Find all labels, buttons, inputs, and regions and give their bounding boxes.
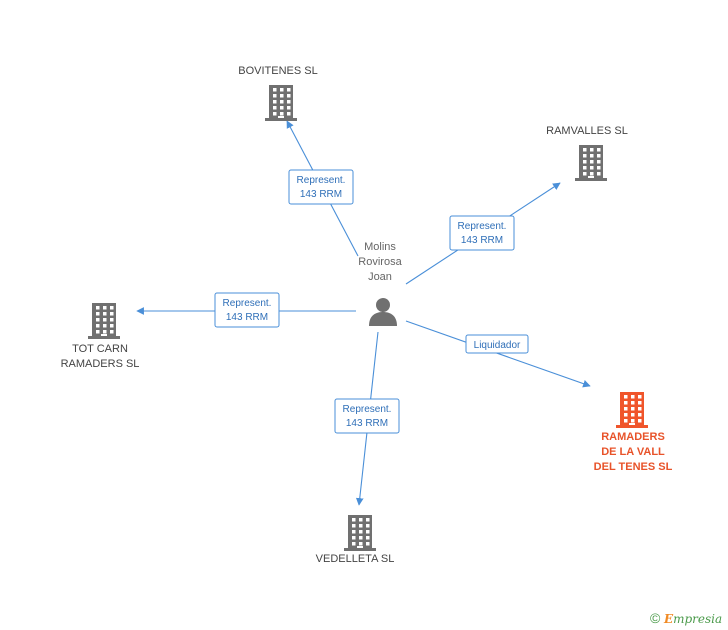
edge-label-text: 143 RRM — [226, 312, 268, 323]
building-icon[interactable] — [88, 303, 120, 344]
person-icon[interactable] — [368, 296, 398, 331]
copyright-symbol: © — [650, 610, 661, 626]
edge-label-text: 143 RRM — [346, 418, 388, 429]
edge-label-text: Represent. — [343, 404, 392, 415]
footer-brand: © Empresia — [650, 610, 722, 626]
company-label-ramvalles[interactable]: RAMVALLES SL — [546, 125, 628, 137]
company-label-vedelleta[interactable]: VEDELLETA SL — [315, 553, 395, 565]
company-label-bovitenes[interactable]: BOVITENES SL — [238, 65, 318, 77]
edge-label-text: 143 RRM — [461, 235, 503, 246]
building-icon[interactable] — [616, 392, 648, 433]
brand-logo: Empresia — [663, 612, 723, 626]
edge-label-ramvalles[interactable]: Represent. 143 RRM — [449, 215, 515, 251]
building-icon[interactable] — [575, 145, 607, 186]
edge-label-text: Represent. — [223, 298, 272, 309]
building-icon[interactable] — [344, 515, 376, 556]
edge-label-text: Represent. — [458, 221, 507, 232]
edge-label-ramaders[interactable]: Liquidador — [465, 334, 529, 354]
edge-label-bovitenes[interactable]: Represent. 143 RRM — [288, 169, 354, 205]
edge-label-totcarn[interactable]: Represent. 143 RRM — [214, 292, 280, 328]
edge-label-text: Represent. — [297, 175, 346, 186]
edge-label-text: Liquidador — [474, 340, 521, 351]
building-icon[interactable] — [265, 85, 297, 126]
edge-label-text: 143 RRM — [300, 189, 342, 200]
edge-label-vedelleta[interactable]: Represent. 143 RRM — [334, 398, 400, 434]
